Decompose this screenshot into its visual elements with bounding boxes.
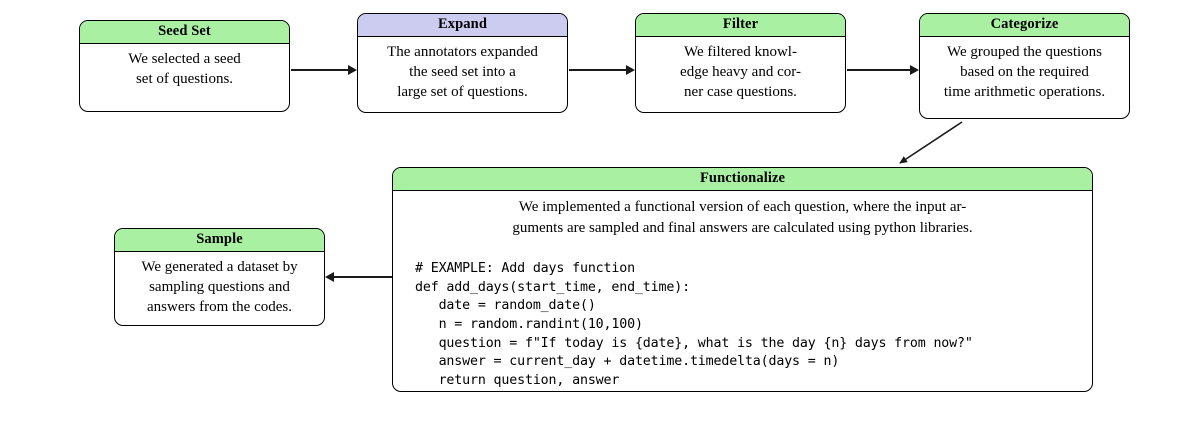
node-filter-line-1: We filtered knowl- — [684, 44, 797, 60]
edge-expand-to-filter-head — [626, 65, 635, 75]
node-functionalize-code-block: # EXAMPLE: Add days function def add_day… — [415, 261, 973, 388]
node-expand-line-1: The annotators expanded — [387, 44, 538, 60]
edge-filter-to-categorize — [847, 69, 911, 71]
node-expand-body: The annotators expanded the seed set int… — [358, 37, 567, 108]
edge-filter-to-categorize-head — [910, 65, 919, 75]
node-expand[interactable]: Expand The annotators expanded the seed … — [357, 13, 568, 113]
node-functionalize-description-line-1: We implemented a functional version of e… — [518, 199, 967, 215]
node-categorize-line-3: time arithmetic operations. — [943, 84, 1106, 100]
node-filter-header: Filter — [636, 14, 845, 37]
node-categorize-line-1: We grouped the questions — [946, 44, 1102, 60]
node-seed-set[interactable]: Seed Set We selected a seed set of quest… — [79, 20, 290, 112]
node-sample[interactable]: Sample We generated a dataset by samplin… — [114, 228, 325, 326]
node-seed-set-line-2: set of questions. — [135, 71, 234, 87]
node-functionalize[interactable]: Functionalize We implemented a functiona… — [392, 167, 1093, 392]
edge-functionalize-to-sample-head — [325, 272, 334, 282]
edge-seed-to-expand-head — [348, 65, 357, 75]
edge-expand-to-filter — [569, 69, 627, 71]
node-filter[interactable]: Filter We filtered knowl- edge heavy and… — [635, 13, 846, 113]
node-sample-body: We generated a dataset by sampling quest… — [115, 252, 324, 323]
node-expand-header: Expand — [358, 14, 567, 37]
node-sample-header: Sample — [115, 229, 324, 252]
edge-functionalize-to-sample — [334, 276, 392, 278]
node-functionalize-header: Functionalize — [393, 168, 1092, 191]
node-functionalize-description-line-2: guments are sampled and final answers ar… — [512, 220, 973, 236]
node-sample-line-1: We generated a dataset by — [141, 259, 298, 275]
node-seed-set-line-1: We selected a seed — [128, 51, 241, 67]
node-seed-set-header: Seed Set — [80, 21, 289, 44]
node-sample-line-3: answers from the codes. — [147, 299, 292, 315]
node-filter-line-2: edge heavy and cor- — [680, 64, 801, 80]
node-expand-line-2: the seed set into a — [409, 64, 516, 80]
node-sample-line-2: sampling questions and — [149, 279, 290, 295]
node-categorize[interactable]: Categorize We grouped the questions base… — [919, 13, 1130, 119]
edge-seed-to-expand — [291, 69, 349, 71]
node-expand-line-3: large set of questions. — [397, 84, 528, 100]
node-categorize-line-2: based on the required — [960, 64, 1089, 80]
node-seed-set-body: We selected a seed set of questions. — [80, 44, 289, 95]
node-functionalize-description: We implemented a functional version of e… — [393, 191, 1092, 241]
node-filter-line-3: ner case questions. — [684, 84, 797, 100]
node-categorize-header: Categorize — [920, 14, 1129, 37]
node-filter-body: We filtered knowl- edge heavy and cor- n… — [636, 37, 845, 108]
node-categorize-body: We grouped the questions based on the re… — [920, 37, 1129, 108]
